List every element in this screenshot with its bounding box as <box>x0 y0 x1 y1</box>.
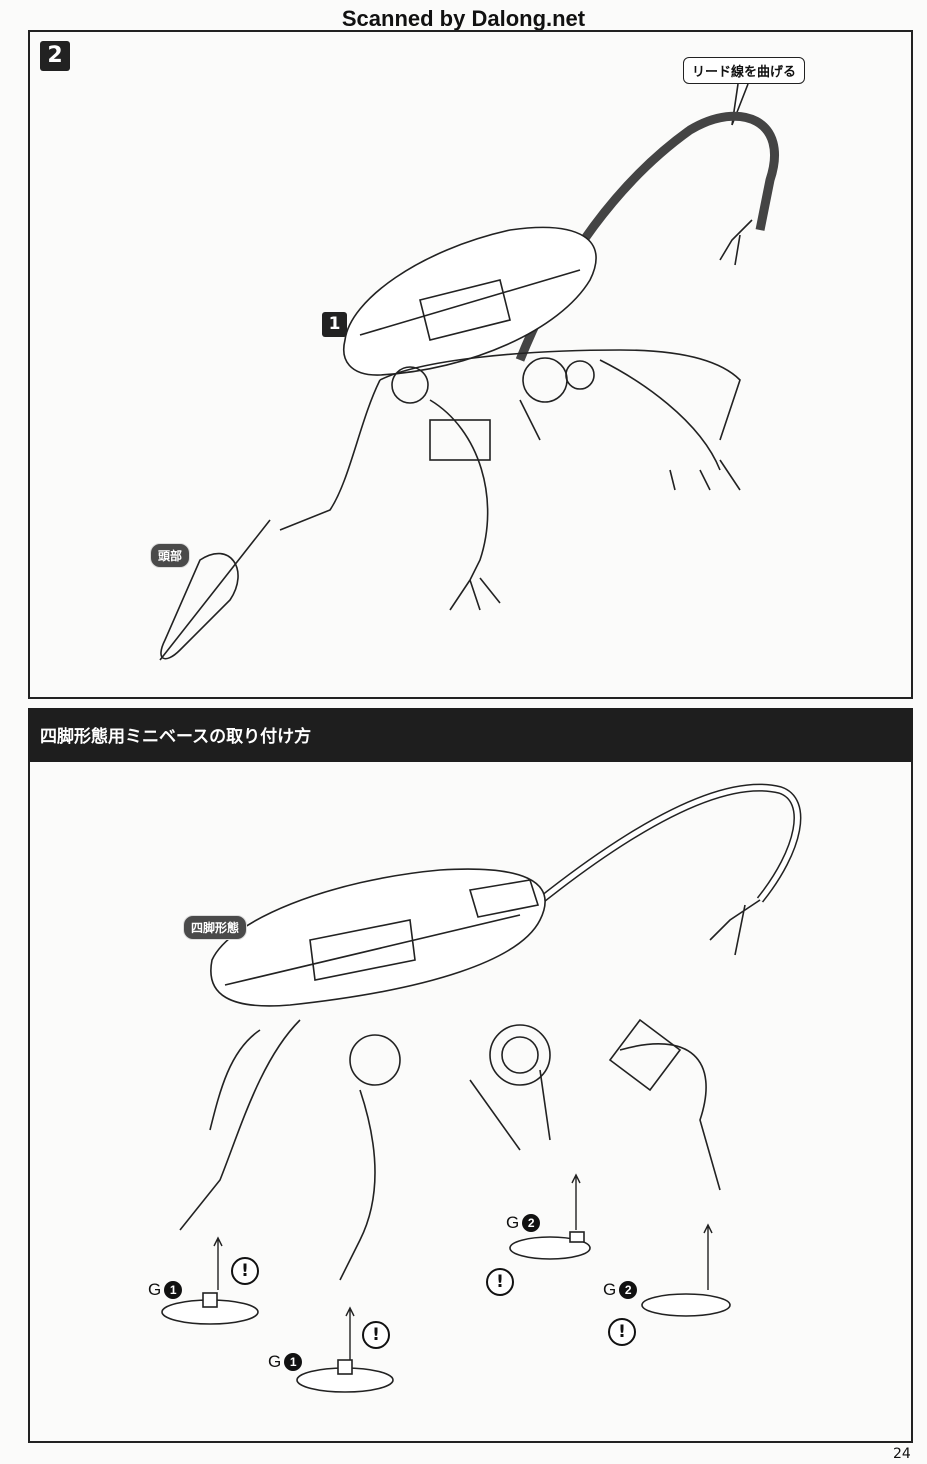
part-letter: G <box>148 1280 162 1299</box>
part-letter: G <box>268 1352 282 1371</box>
part-number: 2 <box>619 1281 638 1299</box>
warning-icon: ! <box>231 1257 259 1285</box>
part-letter: G <box>603 1280 617 1299</box>
robot-figure-bottom <box>179 783 802 1281</box>
quadruped-mode-label: 四脚形態 <box>183 915 248 940</box>
warning-icon: ! <box>486 1268 514 1296</box>
robot-figure-top <box>159 83 779 661</box>
warning-icon: ! <box>362 1321 390 1349</box>
warning-icon: ! <box>608 1318 636 1346</box>
part-number: 2 <box>522 1214 541 1232</box>
scan-watermark: Scanned by Dalong.net <box>341 6 586 31</box>
section-header: 四脚形態用ミニベースの取り付け方 <box>28 708 913 762</box>
part-number: 1 <box>164 1281 183 1299</box>
mini-bases <box>161 1231 731 1393</box>
page-number: 24 <box>893 1446 911 1462</box>
step-number-badge: 2 <box>40 41 70 71</box>
part-number-badge: 1 <box>322 312 347 337</box>
part-number: 1 <box>284 1353 303 1371</box>
placement-arrows <box>213 1173 713 1360</box>
bend-lead-callout: リード線を曲げる <box>683 57 806 84</box>
part-letter: G <box>506 1213 520 1232</box>
head-label: 頭部 <box>150 543 191 568</box>
mini-base-panel <box>28 760 913 1443</box>
step-2-panel <box>28 30 913 699</box>
